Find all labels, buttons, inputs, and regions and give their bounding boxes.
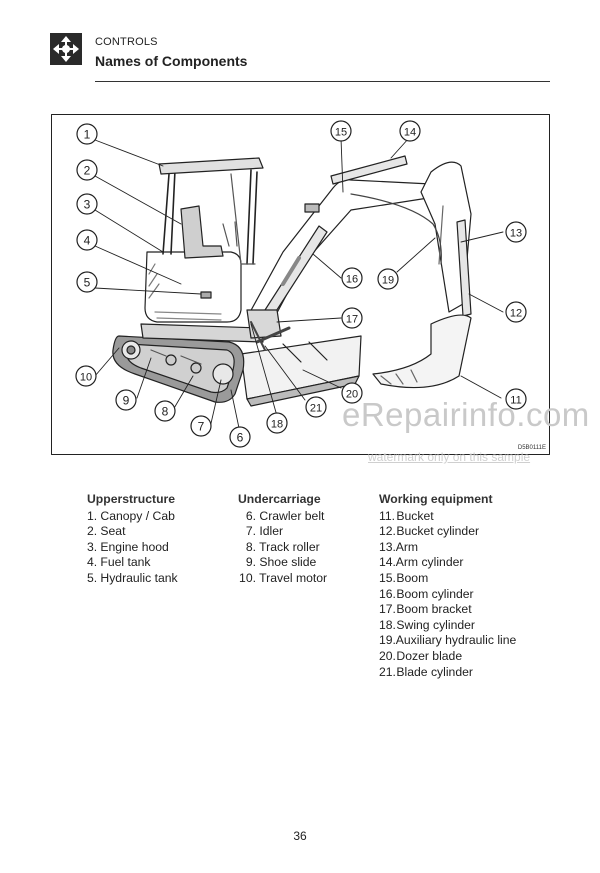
undercarriage-heading: Undercarriage [238, 492, 321, 506]
list-item: 14. Arm cylinder [379, 555, 464, 570]
list-item: 8. Track roller [245, 539, 320, 554]
list-item: 6. Crawler belt [245, 508, 325, 523]
watermark-subtext: watermark only on this sample [368, 450, 531, 464]
list-item: 9. Shoe slide [245, 555, 317, 570]
callout-7-label: 7 [198, 420, 205, 434]
callout-17: 17 [341, 307, 363, 329]
list-item: 18. Swing cylinder [379, 617, 475, 632]
page-number: 36 [293, 829, 307, 843]
callout-15: 15 [330, 120, 352, 142]
list-item: 15. Boom [379, 570, 429, 585]
list-item: 21. Blade cylinder [379, 664, 473, 679]
controls-section-icon [50, 33, 82, 65]
callout-9-label: 9 [123, 394, 130, 408]
section-label: CONTROLS [95, 36, 158, 48]
list-item: 2. Seat [87, 524, 126, 539]
callout-13: 13 [505, 221, 527, 243]
callout-21: 21 [305, 396, 327, 418]
callout-13-label: 13 [510, 228, 522, 240]
callout-20-label: 20 [346, 389, 358, 401]
callout-7: 7 [190, 415, 212, 437]
callout-5: 5 [76, 271, 98, 293]
excavator-illustration [112, 155, 472, 407]
figure-code: D5B0111E [518, 445, 546, 451]
callout-10-label: 10 [80, 372, 92, 384]
list-item: 16. Boom cylinder [379, 586, 474, 601]
list-item: 5. Hydraulic tank [87, 570, 178, 585]
callout-4: 4 [76, 229, 98, 251]
list-item: 12. Bucket cylinder [379, 524, 480, 539]
callout-15-label: 15 [335, 127, 347, 139]
undercarriage-list: Undercarriage 6. Crawler belt 7. Idler 8… [238, 492, 327, 587]
callout-14-label: 14 [404, 127, 416, 139]
list-item: 1. Canopy / Cab [87, 508, 175, 523]
callout-16: 16 [341, 267, 363, 289]
list-item: 13. Arm [379, 539, 419, 554]
watermark-text: eRepairinfo.com [342, 396, 590, 433]
callout-9: 9 [115, 389, 137, 411]
excavator-diagram: 1 2 3 4 5 6 7 8 9 10 11 12 13 14 15 16 1… [51, 114, 550, 455]
working-equipment-heading: Working equipment [379, 492, 493, 506]
callout-12-label: 12 [510, 308, 522, 320]
callout-17-label: 17 [346, 314, 358, 326]
header-divider [95, 81, 550, 82]
callout-11-label: 11 [510, 395, 521, 407]
callout-3-label: 3 [84, 198, 91, 212]
list-item: 4. Fuel tank [87, 555, 151, 570]
upperstructure-heading: Upperstructure [87, 492, 176, 506]
list-item: 19. Auxiliary hydraulic line [379, 633, 517, 648]
callout-leaders [94, 137, 504, 433]
callout-8-label: 8 [162, 405, 169, 419]
callout-20: 20 [341, 382, 363, 404]
callout-21-label: 21 [310, 403, 322, 415]
list-item: 20. Dozer blade [379, 648, 463, 663]
callout-6-label: 6 [237, 431, 244, 445]
callout-12: 12 [505, 301, 527, 323]
list-item: 3. Engine hood [87, 539, 169, 554]
callout-11: 11 [505, 388, 527, 410]
page-title: Names of Components [95, 53, 248, 69]
callout-14: 14 [399, 120, 421, 142]
callout-5-label: 5 [84, 276, 91, 290]
callout-6: 6 [229, 426, 251, 448]
callout-19: 19 [377, 268, 399, 290]
list-item: 17. Boom bracket [379, 602, 472, 617]
callout-19-label: 19 [382, 275, 394, 287]
callout-10: 10 [75, 365, 97, 387]
list-item: 10. Travel motor [239, 570, 328, 585]
callout-1-label: 1 [84, 128, 91, 142]
list-item: 7. Idler [245, 524, 284, 539]
callout-2-label: 2 [84, 164, 91, 178]
callout-18-label: 18 [271, 419, 283, 431]
callout-16-label: 16 [346, 274, 358, 286]
callout-8: 8 [154, 400, 176, 422]
callout-4-label: 4 [84, 234, 91, 248]
callout-2: 2 [76, 159, 98, 181]
list-item: 11. Bucket [379, 508, 434, 523]
callout-3: 3 [76, 193, 98, 215]
callout-18: 18 [266, 412, 288, 434]
working-equipment-list: Working equipment 11. Bucket 12. Bucket … [379, 492, 516, 680]
upperstructure-list: Upperstructure 1. Canopy / Cab 2. Seat 3… [87, 492, 178, 587]
callout-1: 1 [76, 123, 98, 145]
